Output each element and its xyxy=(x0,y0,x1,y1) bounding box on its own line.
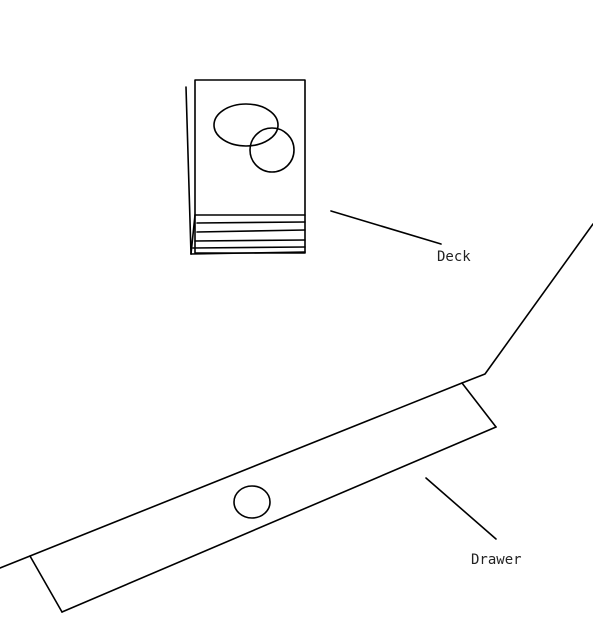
deck-card-layer xyxy=(194,239,306,242)
deck-leader-line xyxy=(330,210,442,245)
card-circle-symbol xyxy=(249,127,295,173)
drawer-front-right-edge xyxy=(461,382,497,428)
deck-label: Deck xyxy=(437,249,471,265)
deck-side-edge xyxy=(185,86,192,255)
drawer-knob xyxy=(233,485,271,519)
drawer-top-edge xyxy=(0,223,593,569)
deck-top-card xyxy=(194,79,306,254)
drawer-front-bottom-edge xyxy=(61,426,497,613)
deck-card-layer xyxy=(192,246,306,249)
deck-card-layer xyxy=(196,229,306,233)
card-oval-symbol xyxy=(213,103,279,147)
deck-card-layer xyxy=(196,221,306,224)
drawer-label: Drawer xyxy=(471,552,522,568)
deck-bottom-edge xyxy=(190,251,306,255)
drawer-leader-line xyxy=(425,477,497,540)
deck-corner-edge xyxy=(190,214,196,255)
drawer-front-left-edge xyxy=(29,555,63,613)
card-deck xyxy=(185,79,306,255)
drawer xyxy=(0,223,593,613)
